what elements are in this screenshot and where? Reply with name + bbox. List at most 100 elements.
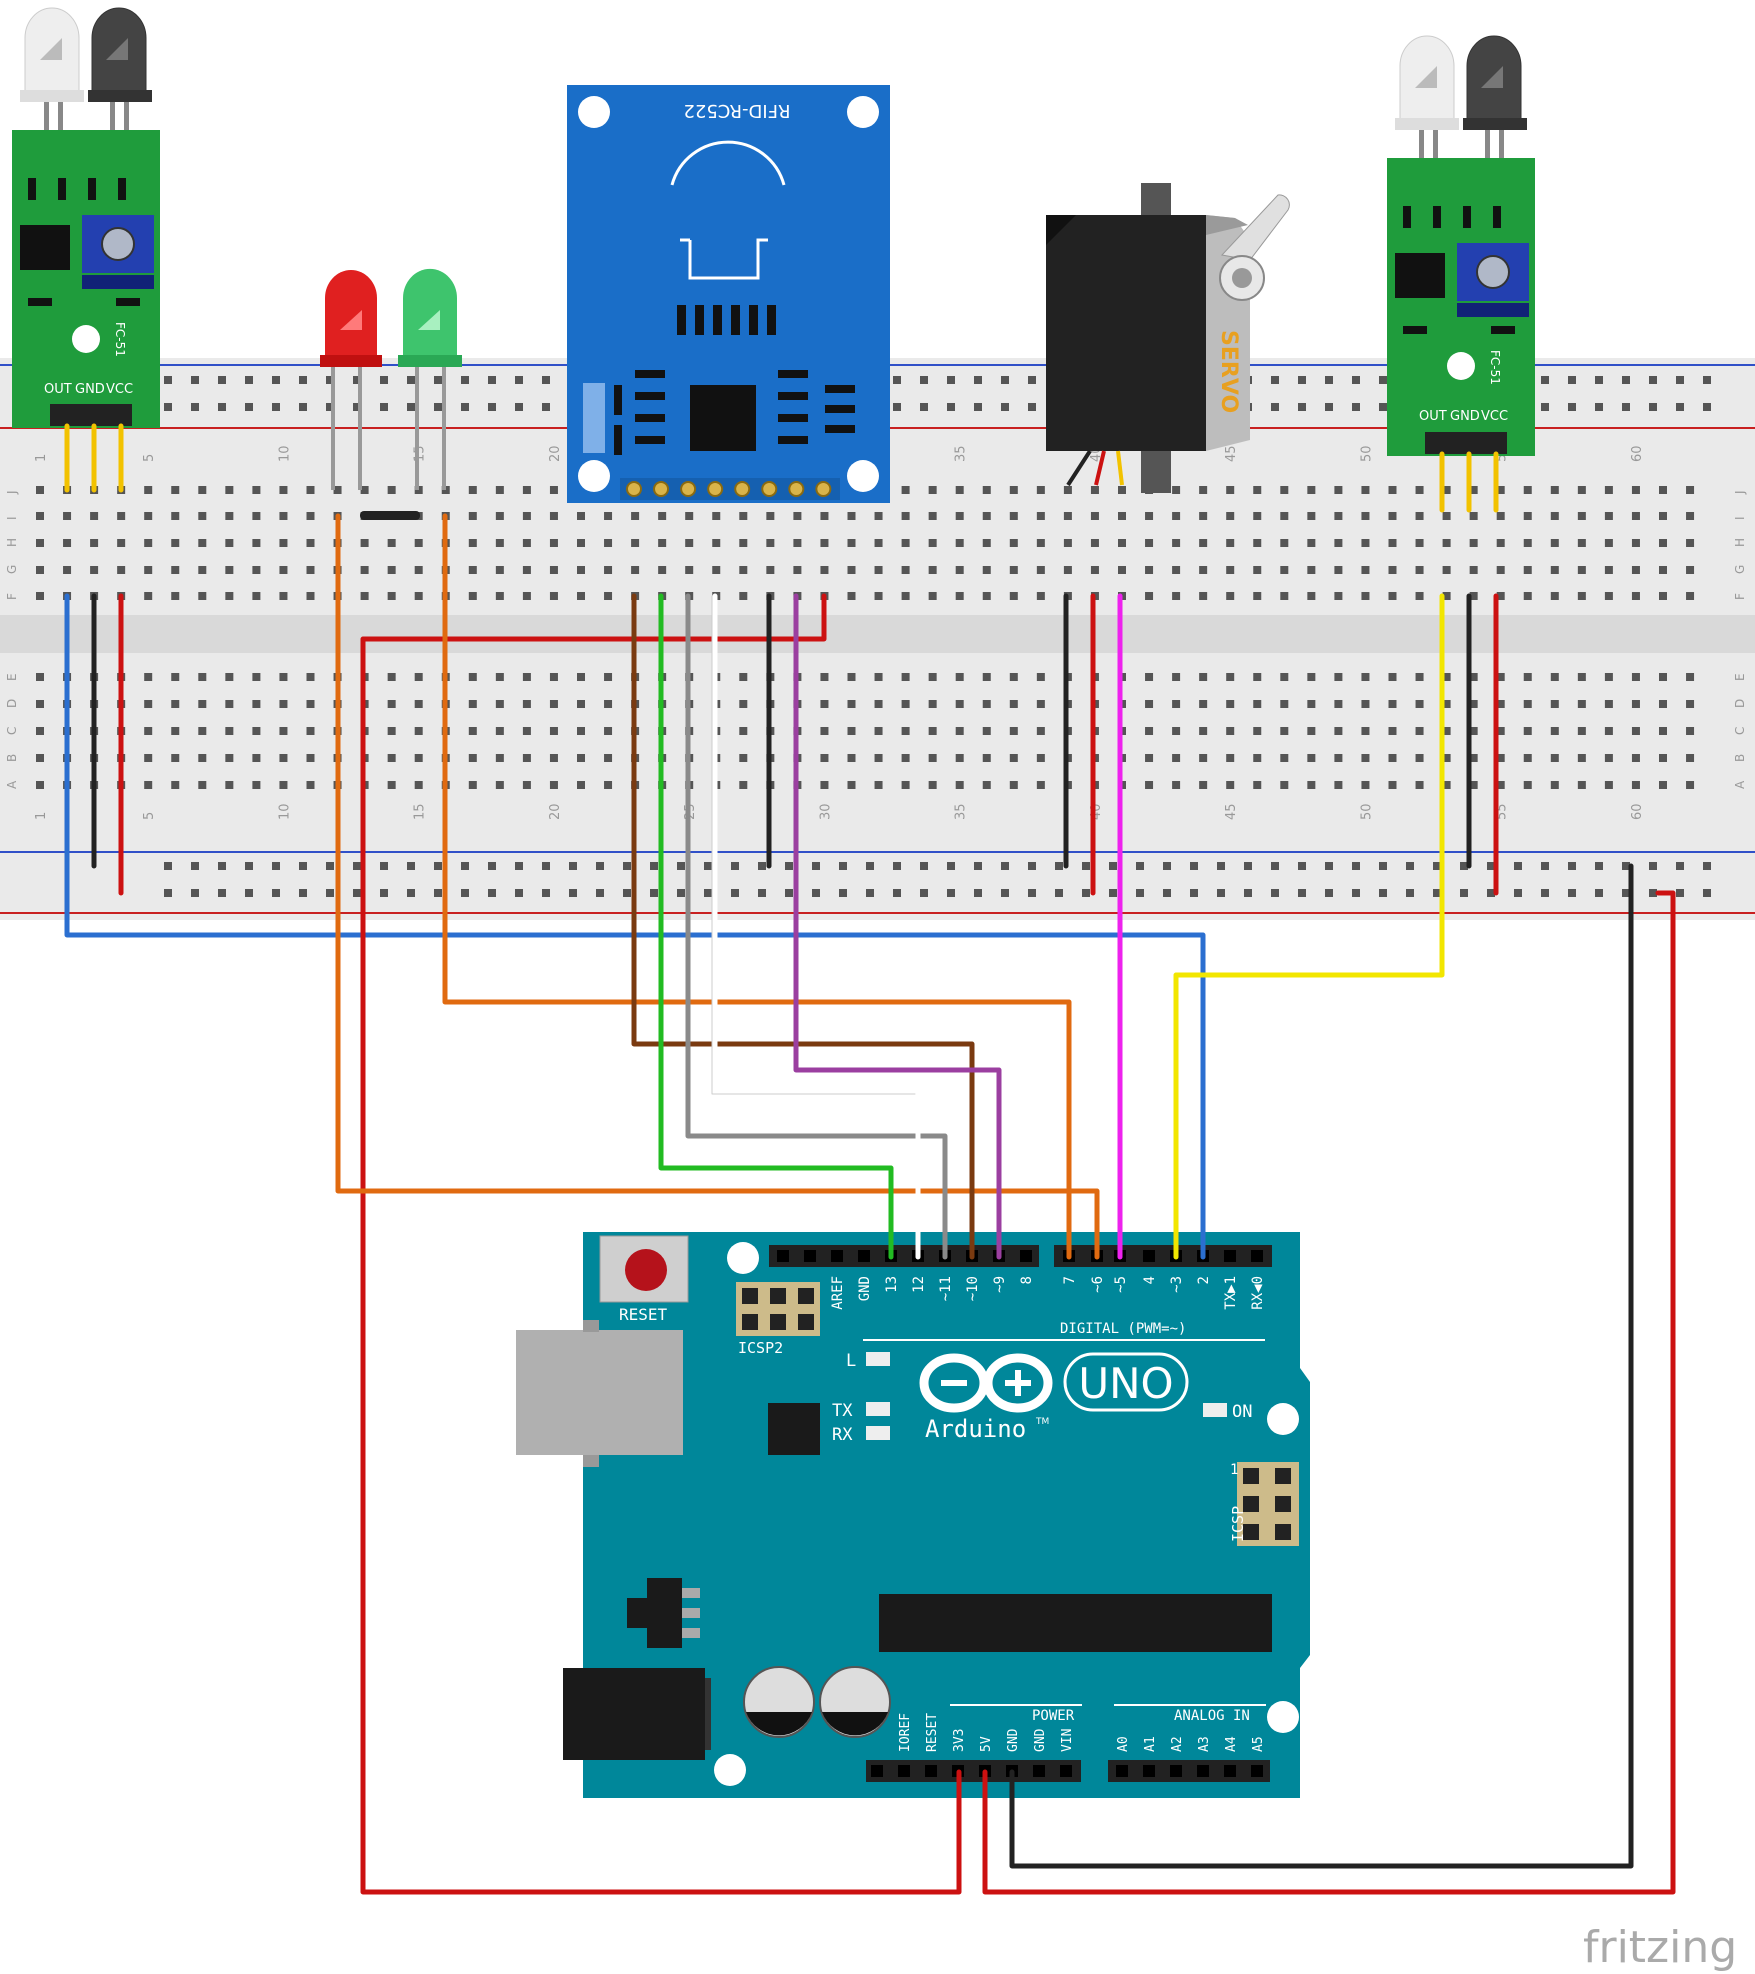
breadboard-hole <box>1388 486 1397 494</box>
breadboard-hole <box>495 781 504 789</box>
breadboard-hole <box>1253 727 1262 735</box>
breadboard-hole <box>604 754 613 762</box>
breadboard-hole <box>604 592 613 600</box>
ir-left-pin-out: OUT <box>44 382 72 397</box>
row-letter: H <box>5 538 19 547</box>
breadboard-hole <box>1496 754 1505 762</box>
rail-hole <box>1217 862 1225 870</box>
breadboard-hole <box>549 592 558 600</box>
breadboard-hole <box>928 673 937 681</box>
breadboard-hole <box>1226 486 1235 494</box>
breadboard-hole <box>1631 566 1640 574</box>
breadboard-hole <box>955 700 964 708</box>
servo-label: SERVO <box>1216 330 1241 413</box>
breadboard-hole <box>1199 512 1208 520</box>
breadboard-hole <box>252 754 261 762</box>
breadboard-hole <box>387 673 396 681</box>
breadboard-hole <box>1253 781 1262 789</box>
breadboard-hole <box>1659 486 1667 494</box>
breadboard-hole <box>1686 700 1695 708</box>
reset-label: RESET <box>619 1305 668 1324</box>
rail-hole <box>1433 889 1441 897</box>
breadboard-hole <box>414 566 423 574</box>
breadboard-hole <box>1523 727 1532 735</box>
breadboard-hole <box>1604 700 1613 708</box>
wire-orange <box>335 513 1100 1260</box>
breadboard-hole <box>982 700 991 708</box>
column-number: 10 <box>277 445 292 462</box>
breadboard-hole <box>1172 592 1181 600</box>
breadboard-hole <box>306 486 315 494</box>
breadboard-hole <box>712 566 721 574</box>
breadboard-hole <box>1307 673 1316 681</box>
breadboard-hole <box>1686 781 1695 789</box>
breadboard-hole <box>1063 539 1072 547</box>
breadboard-hole <box>1199 486 1208 494</box>
breadboard-hole <box>495 592 504 600</box>
rail-hole <box>1163 862 1171 870</box>
power-pin-label: 3V3 <box>952 1729 967 1752</box>
breadboard-hole <box>1686 512 1695 520</box>
breadboard-hole <box>1659 592 1667 600</box>
breadboard-hole <box>225 673 234 681</box>
row-letter: E <box>5 673 19 681</box>
rail-hole <box>1568 376 1576 384</box>
breadboard-hole <box>1307 727 1316 735</box>
breadboard-hole <box>1172 539 1181 547</box>
column-number: 15 <box>413 803 428 820</box>
breadboard-hole <box>1199 539 1208 547</box>
rail-hole <box>974 376 982 384</box>
fritzing-watermark: fritzing <box>1583 1922 1737 1973</box>
rail-hole <box>1082 889 1090 897</box>
rail-hole <box>1568 889 1576 897</box>
breadboard-hole <box>171 727 180 735</box>
breadboard-hole <box>252 700 261 708</box>
rail-hole <box>1244 862 1252 870</box>
reset-button[interactable] <box>599 1235 689 1303</box>
breadboard-hole <box>414 754 423 762</box>
power-pin-label: 5V <box>979 1736 994 1752</box>
breadboard-hole <box>901 727 910 735</box>
rail-hole <box>515 862 523 870</box>
row-letter: B <box>5 754 19 762</box>
rail-hole <box>407 376 415 384</box>
rail-hole <box>1622 376 1630 384</box>
breadboard-hole <box>1577 566 1586 574</box>
rail-hole <box>947 862 955 870</box>
breadboard-hole <box>495 486 504 494</box>
breadboard-hole <box>901 486 910 494</box>
breadboard-hole <box>549 754 558 762</box>
rail-hole <box>1136 862 1144 870</box>
column-number: 20 <box>548 803 563 820</box>
breadboard-hole <box>1388 539 1397 547</box>
breadboard-hole <box>144 512 153 520</box>
breadboard-hole <box>955 754 964 762</box>
rfid-pin <box>815 481 832 497</box>
breadboard-hole <box>549 781 558 789</box>
dc-jack <box>563 1668 705 1760</box>
icsp2-label: ICSP2 <box>738 1339 783 1357</box>
breadboard-hole <box>1469 781 1478 789</box>
breadboard-hole <box>874 592 883 600</box>
rail-hole <box>515 889 523 897</box>
digital-pin-label: ~3 <box>1169 1276 1185 1293</box>
rail-hole <box>974 889 982 897</box>
breadboard-hole <box>1550 727 1559 735</box>
breadboard-hole <box>1145 539 1154 547</box>
rail-hole <box>1487 862 1495 870</box>
breadboard-hole <box>63 512 72 520</box>
rail-hole <box>218 862 226 870</box>
rail-hole <box>1082 862 1090 870</box>
rail-hole <box>1352 862 1360 870</box>
arduino-logo <box>919 1353 1053 1413</box>
breadboard-hole <box>928 539 937 547</box>
rail-hole <box>731 862 739 870</box>
rail-hole <box>893 889 901 897</box>
breadboard-hole <box>1199 566 1208 574</box>
breadboard-hole <box>36 700 44 708</box>
breadboard-hole <box>171 592 180 600</box>
breadboard-hole <box>1145 512 1154 520</box>
breadboard-hole <box>1009 781 1018 789</box>
rail-hole <box>974 862 982 870</box>
